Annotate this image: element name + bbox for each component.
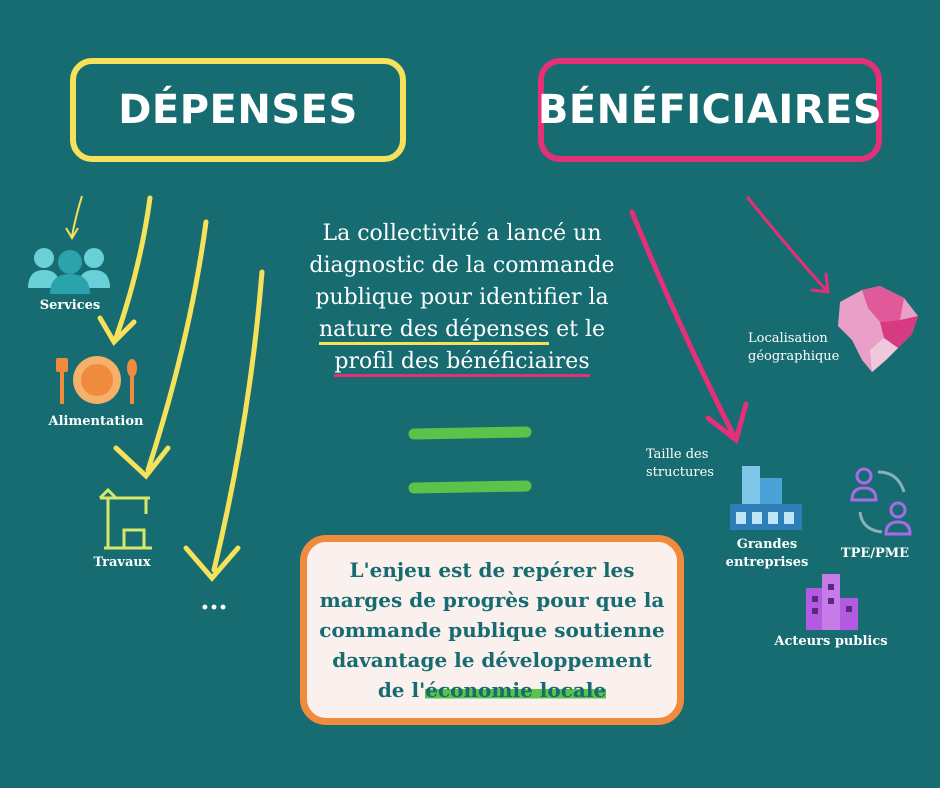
users-exchange-icon <box>850 467 912 536</box>
arrow-more <box>211 269 265 573</box>
equal-bar-bottom <box>408 480 532 494</box>
office-building-icon <box>730 466 802 530</box>
arrow-more-head <box>183 545 241 582</box>
label-services: Services <box>39 298 101 313</box>
intro-part1: La collectivité a lancé un diagnostic de… <box>309 221 615 310</box>
label-travaux: Travaux <box>93 555 151 570</box>
arrow-localisation <box>746 196 828 292</box>
arrow-services <box>71 195 83 237</box>
beneficiaires-box: BÉNÉFICIAIRES <box>538 58 882 162</box>
equal-bar-top <box>408 426 532 440</box>
label-alimentation: Alimentation <box>48 414 144 429</box>
intro-text: La collectivité a lancé un diagnostic de… <box>296 218 628 378</box>
intro-part2: et le <box>549 317 606 342</box>
label-more: ... <box>200 586 228 616</box>
enjeu-highlight: économie locale <box>425 678 607 702</box>
depenses-box: DÉPENSES <box>70 58 406 162</box>
beneficiaires-title: BÉNÉFICIAIRES <box>537 87 883 133</box>
label-tpe-pme: TPE/PME <box>840 546 910 561</box>
intro-highlight-beneficiaires: profil des bénéficiaires <box>334 349 590 377</box>
arrow-taille-head <box>705 401 749 445</box>
enjeu-box: L'enjeu est de repérer les marges de pro… <box>300 535 684 725</box>
arrow-alimentation <box>113 195 153 341</box>
enjeu-text-main: L'enjeu est de repérer les marges de pro… <box>319 558 665 702</box>
label-taille: Taille des structures <box>646 447 714 480</box>
arrow-travaux-head <box>113 445 171 480</box>
crane-icon <box>98 487 152 550</box>
arrow-taille <box>629 209 737 439</box>
label-grandes-entreprises: Grandes entreprises <box>725 537 809 570</box>
arrow-services-head <box>65 227 79 240</box>
arrow-alimentation-head <box>97 315 137 347</box>
label-localisation: Localisation géographique <box>748 331 840 364</box>
arrow-travaux <box>145 219 209 473</box>
intro-highlight-depenses: nature des dépenses <box>318 317 550 345</box>
depenses-title: DÉPENSES <box>118 87 358 133</box>
plate-icon <box>56 356 137 404</box>
arrow-localisation-head <box>810 272 830 294</box>
map-icon <box>838 286 918 372</box>
people-icon <box>28 248 110 294</box>
label-acteurs-publics: Acteurs publics <box>774 634 888 649</box>
public-building-icon <box>806 574 858 630</box>
enjeu-text: L'enjeu est de repérer les marges de pro… <box>317 555 667 705</box>
